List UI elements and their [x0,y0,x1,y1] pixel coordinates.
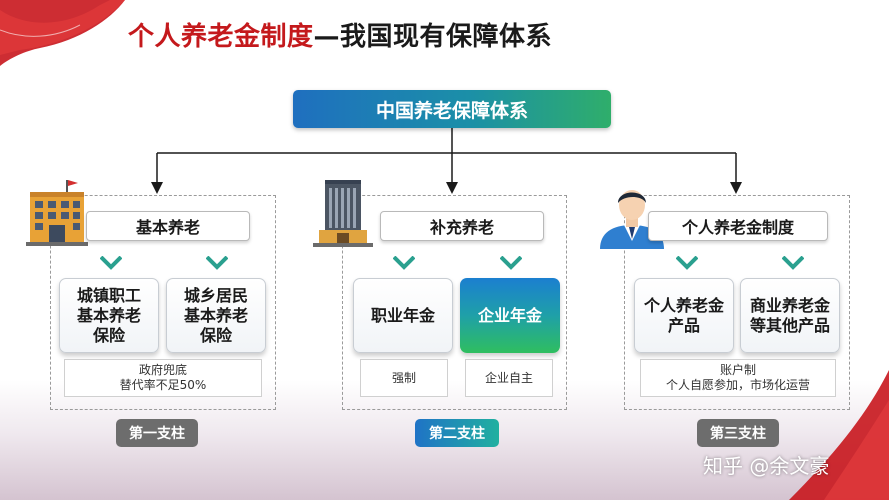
chevron-down-icon [782,256,804,270]
pillar-3-header: 个人养老金制度 [648,211,828,241]
pillar-2-frame [342,195,567,410]
pillar-3-note: 账户制 个人自愿参加，市场化运营 [640,359,836,397]
office-building-icon [26,180,88,246]
chevron-down-icon [676,256,698,270]
card-enterprise-annuity: 企业年金 [460,278,560,353]
pillar-1-note: 政府兜底 替代率不足50% [64,359,262,397]
page-title: 个人养老金制度—我国现有保障体系 [128,16,552,53]
card-commercial-pension-products: 商业养老金 等其他产品 [740,278,840,353]
pillar-1-label: 第一支柱 [116,419,198,447]
pillar-3-frame [624,195,850,410]
card-occupational-annuity: 职业年金 [353,278,453,353]
pillar-1-header: 基本养老 [86,211,250,241]
skyscraper-icon [313,180,373,247]
watermark: 知乎 @余文豪 [703,454,830,478]
root-node: 中国养老保障体系 [293,90,611,128]
pillar-3-label: 第三支柱 [697,419,779,447]
chevron-down-icon [500,256,522,270]
card-urban-employee-insurance: 城镇职工 基本养老 保险 [59,278,159,353]
red-ribbon-top-left [0,0,125,66]
title-highlight: 个人养老金制度 [128,22,314,52]
pillar-1-frame [50,195,276,410]
card-urban-rural-resident-insurance: 城乡居民 基本养老 保险 [166,278,266,353]
pillar-2-note-enterprise-voluntary: 企业自主 [465,359,553,397]
chevron-down-icon [206,256,228,270]
pillar-2-header: 补充养老 [380,211,544,241]
card-personal-pension-products: 个人养老金 产品 [634,278,734,353]
chevron-down-icon [100,256,122,270]
pillar-2-label: 第二支柱 [415,419,499,447]
red-ribbon-bottom-right [789,370,889,500]
pillar-2-note-mandatory: 强制 [360,359,448,397]
title-rest: —我国现有保障体系 [313,22,553,52]
chevron-down-icon [393,256,415,270]
